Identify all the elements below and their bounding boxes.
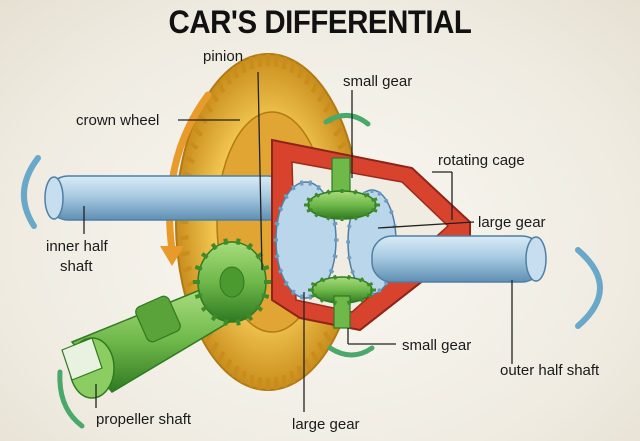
rotation-arrow-crown-head: [160, 246, 184, 266]
small-gear-top-part: [304, 157, 380, 221]
label-small-gear-bottom: small gear: [402, 337, 472, 354]
propeller-rotation-arrow: [57, 369, 85, 429]
label-outer-half-shaft: outer half shaft: [500, 362, 600, 379]
small-gear-top-arrow: [323, 113, 371, 127]
rotation-arrow-crown: [166, 91, 212, 254]
label-large-gear-right: large gear: [478, 214, 546, 231]
pinion-gear: [192, 238, 272, 326]
propeller-shaft: [61, 289, 238, 399]
rotation-arrow-left: [20, 155, 41, 229]
small-gear-bottom-arrow: [327, 345, 375, 358]
small-gear-bottom-part: [308, 274, 376, 329]
label-rotating-cage: rotating cage: [438, 152, 525, 169]
leader-lines: [83, 71, 513, 412]
inner-half-shaft: [44, 175, 289, 221]
label-large-gear-bottom: large gear: [292, 416, 360, 433]
label-propeller-shaft: propeller shaft: [96, 411, 192, 428]
label-inner-half-shaft-1: inner half: [46, 238, 108, 255]
label-small-gear-top: small gear: [343, 73, 413, 90]
rotation-arrow-right: [575, 247, 603, 329]
label-inner-half-shaft-2: shaft: [60, 258, 93, 275]
outer-half-shaft: [371, 235, 547, 283]
diagram-title: CAR'S DIFFERENTIAL: [168, 4, 472, 40]
label-pinion: pinion: [203, 48, 244, 65]
label-crown-wheel: crown wheel: [76, 112, 160, 129]
